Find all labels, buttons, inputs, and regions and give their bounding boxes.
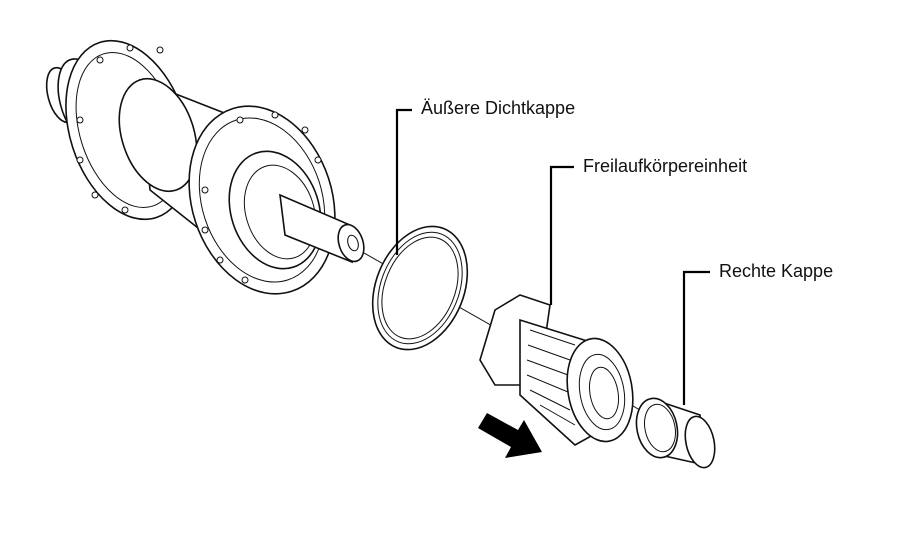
- freehub-illustration: [479, 294, 634, 446]
- label-outer-seal-cap: Äußere Dichtkappe: [421, 98, 576, 118]
- leader-line-right-cap: [682, 270, 710, 405]
- leader-line-freehub-body: [549, 165, 574, 305]
- right-cap-illustration: [635, 397, 716, 469]
- leader-line-outer-seal-cap: [395, 108, 412, 255]
- hub-illustration: [45, 39, 365, 295]
- label-right-cap: Rechte Kappe: [719, 261, 834, 281]
- seal-ring-illustration: [371, 225, 469, 351]
- direction-arrow-icon: [478, 413, 542, 458]
- label-freehub-body: Freilaufkörpereinheit: [583, 156, 748, 176]
